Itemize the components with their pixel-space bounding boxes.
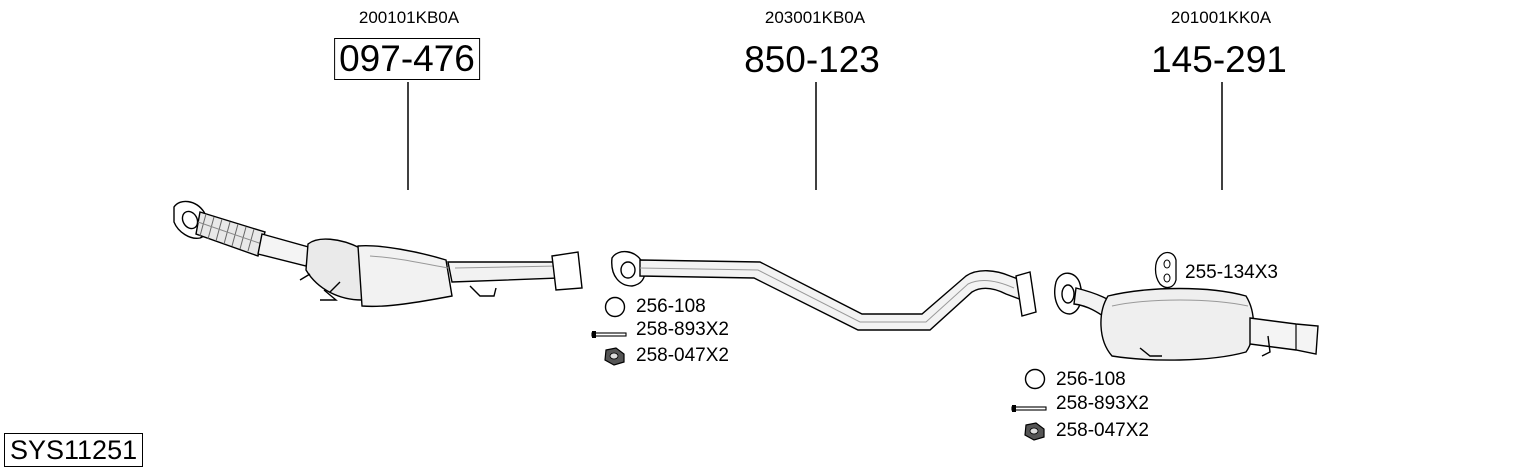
front-catalytic-converter-section — [173, 200, 583, 308]
front-pipe — [257, 233, 313, 267]
oe-number-middle: 203001KB0A — [764, 8, 866, 27]
flex-pipe — [195, 211, 266, 257]
gasket-ring-icon — [604, 296, 626, 318]
rear-inlet-flange-hole — [1061, 284, 1075, 304]
front-hanger-2 — [469, 285, 497, 297]
bolt-icon — [1011, 405, 1047, 412]
oe-number-rear: 201001KK0A — [1170, 8, 1272, 27]
rear-silencer-section — [1054, 272, 1319, 361]
accessory-label[interactable]: 256-108 — [1056, 369, 1126, 390]
system-code: SYS11251 — [4, 433, 144, 467]
rubber-hanger-icon — [1154, 251, 1177, 289]
front-inlet-flange-hole — [181, 210, 199, 230]
accessory-label[interactable]: 256-108 — [636, 296, 706, 317]
part-number-front[interactable]: 097-476 — [334, 38, 480, 80]
part-number-rear[interactable]: 145-291 — [1151, 39, 1287, 80]
middle-inlet-flange-hole — [620, 261, 636, 279]
front-hanger — [320, 281, 341, 301]
oe-number-front: 200101KB0A — [358, 8, 460, 27]
front-outlet-pipe — [447, 261, 561, 283]
part-number-middle[interactable]: 850-123 — [744, 39, 880, 80]
gasket-ring-icon — [1024, 368, 1046, 390]
converter-body — [357, 244, 453, 308]
middle-outlet-flange — [1015, 271, 1037, 317]
accessory-label[interactable]: 258-047X2 — [636, 345, 729, 366]
middle-intermediate-pipe-section — [611, 251, 1037, 331]
rear-tailpipe — [1249, 317, 1319, 355]
accessory-label[interactable]: 255-134X3 — [1185, 262, 1278, 283]
rear-silencer-body — [1100, 287, 1255, 361]
rear-hanger — [1139, 335, 1271, 357]
nut-icon — [1024, 422, 1045, 441]
nut-icon — [604, 347, 625, 366]
accessory-label[interactable]: 258-047X2 — [1056, 420, 1149, 441]
front-outlet-flange — [551, 251, 583, 291]
accessory-label[interactable]: 258-893X2 — [1056, 393, 1149, 414]
converter-inlet-cone — [305, 238, 363, 301]
accessory-label[interactable]: 258-893X2 — [636, 319, 729, 340]
bolt-icon — [591, 331, 627, 338]
